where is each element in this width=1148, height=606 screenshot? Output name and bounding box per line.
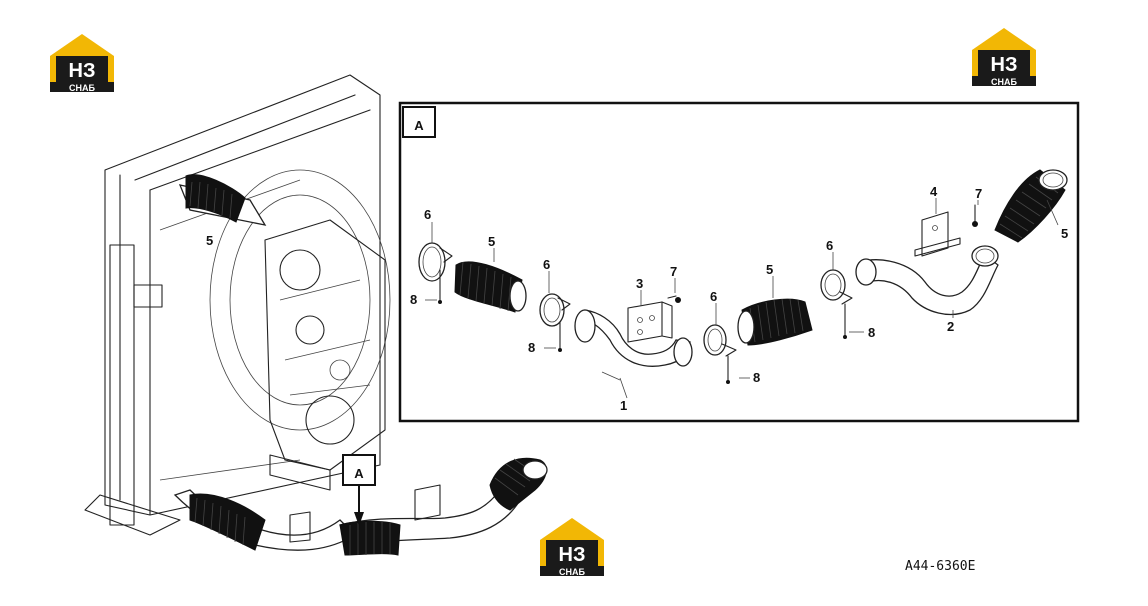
part-label-6: 6 <box>424 207 431 222</box>
part-label-8: 8 <box>753 370 760 385</box>
part-label-8: 8 <box>410 292 417 307</box>
detail-marker-letter: A <box>414 118 424 133</box>
part-label-5: 5 <box>766 262 773 277</box>
part-label-6: 6 <box>710 289 717 304</box>
logo-letters: НЗ <box>69 60 96 82</box>
part-label-2: 2 <box>947 319 954 334</box>
part-label-8: 8 <box>528 340 535 355</box>
part-label-7: 7 <box>670 264 677 279</box>
brand-logo-bottom: НЗ СНАБ <box>540 518 604 577</box>
part-label-1: 1 <box>620 398 627 413</box>
part-label-3: 3 <box>636 276 643 291</box>
logo-subtext: СНАБ <box>991 77 1017 87</box>
part-label-5-overview: 5 <box>206 233 213 248</box>
logo-letters: НЗ <box>559 544 586 566</box>
part-label-7: 7 <box>975 186 982 201</box>
part-label-5: 5 <box>1061 226 1068 241</box>
brand-logo-top-left: НЗ СНАБ <box>50 34 114 93</box>
logo-subtext: СНАБ <box>69 83 95 93</box>
detail-marker-box <box>402 106 436 138</box>
detail-frame <box>398 101 1080 423</box>
brand-logo-top-right: НЗ СНАБ <box>972 28 1036 87</box>
part-label-6: 6 <box>826 238 833 253</box>
overview-assembly: 5 A <box>84 74 548 556</box>
callout-marker-letter: A <box>354 466 364 481</box>
drawing-code: A44-6360E <box>905 559 975 574</box>
part-label-4: 4 <box>930 184 938 199</box>
part-label-5: 5 <box>488 234 495 249</box>
logo-subtext: СНАБ <box>559 567 585 577</box>
part-label-8: 8 <box>868 325 875 340</box>
part-label-6: 6 <box>543 257 550 272</box>
detail-view-a: A <box>398 101 1080 423</box>
logo-letters: НЗ <box>991 54 1018 76</box>
